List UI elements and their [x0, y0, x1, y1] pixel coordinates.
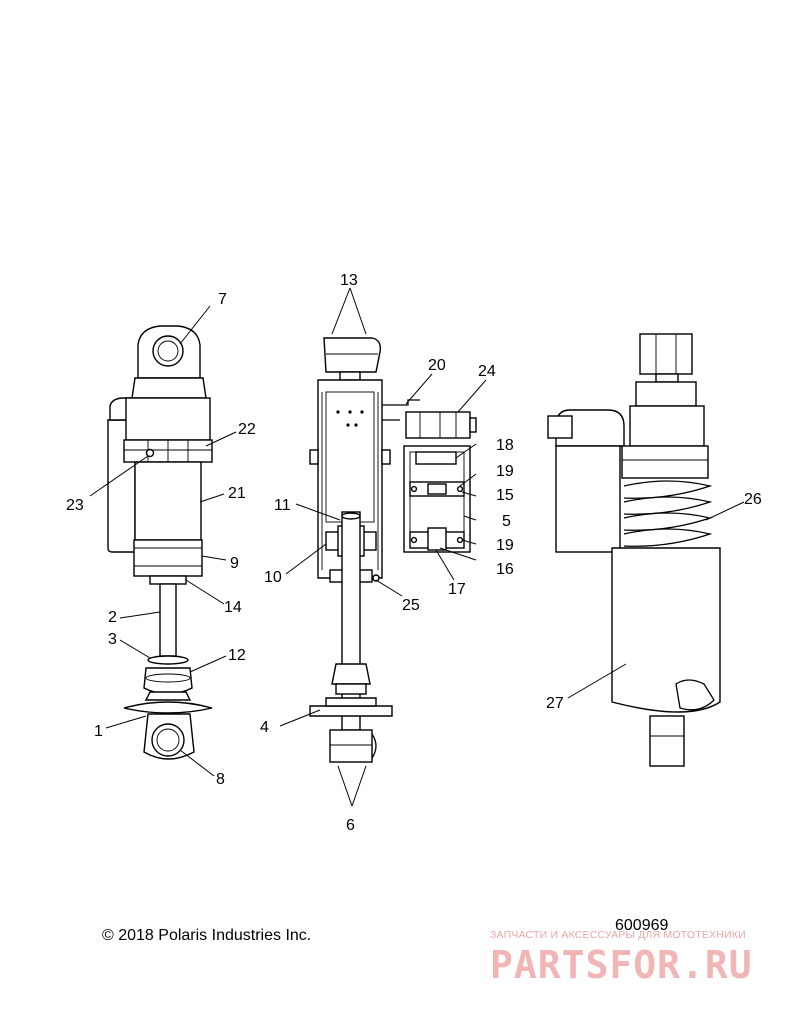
- callout-5: 5: [502, 513, 511, 530]
- callout-18: 18: [496, 437, 514, 454]
- callout-13: 13: [340, 272, 358, 289]
- copyright-notice: © 2018 Polaris Industries Inc.: [102, 927, 312, 944]
- callout-15: 15: [496, 487, 514, 504]
- callout-17: 17: [448, 581, 466, 598]
- callout-4: 4: [260, 719, 269, 736]
- callout-2: 2: [108, 609, 117, 626]
- callout-27: 27: [546, 695, 564, 712]
- figure-number: 600969: [615, 917, 669, 934]
- callout-24: 24: [478, 363, 496, 380]
- center-cutaway-assembly: [309, 337, 420, 763]
- callout-14: 14: [224, 599, 242, 616]
- callout-20: 20: [428, 357, 446, 374]
- callout-8: 8: [216, 771, 225, 788]
- callout-9: 9: [230, 555, 239, 572]
- right-shock-assembly: [547, 333, 721, 767]
- reservoir-detail: [403, 411, 477, 553]
- callout-16: 16: [496, 561, 514, 578]
- callout-23: 23: [66, 497, 84, 514]
- watermark-logo: PARTSFOR.RU: [490, 943, 753, 987]
- callout-25: 25: [402, 597, 420, 614]
- callout-22: 22: [238, 421, 256, 438]
- callout-labels: 7 22 23 21 9 14 2 3 12 1 8 13 20 24 18 1…: [66, 272, 762, 834]
- callout-19a: 19: [496, 463, 514, 480]
- callout-11: 11: [274, 497, 291, 514]
- left-shock-assembly: [107, 325, 213, 760]
- leader-lines: [89, 287, 745, 807]
- callout-6: 6: [346, 817, 355, 834]
- watermark-tagline: ЗАПЧАСТИ И АКСЕССУАРЫ ДЛЯ МОТОТЕХНИКИ: [490, 929, 746, 941]
- callout-12: 12: [228, 647, 246, 664]
- callout-26: 26: [744, 491, 762, 508]
- callout-7: 7: [218, 291, 227, 308]
- callout-21: 21: [228, 485, 246, 502]
- callout-1: 1: [94, 723, 103, 740]
- callout-3: 3: [108, 631, 117, 648]
- callout-10: 10: [264, 569, 282, 586]
- callout-19b: 19: [496, 537, 514, 554]
